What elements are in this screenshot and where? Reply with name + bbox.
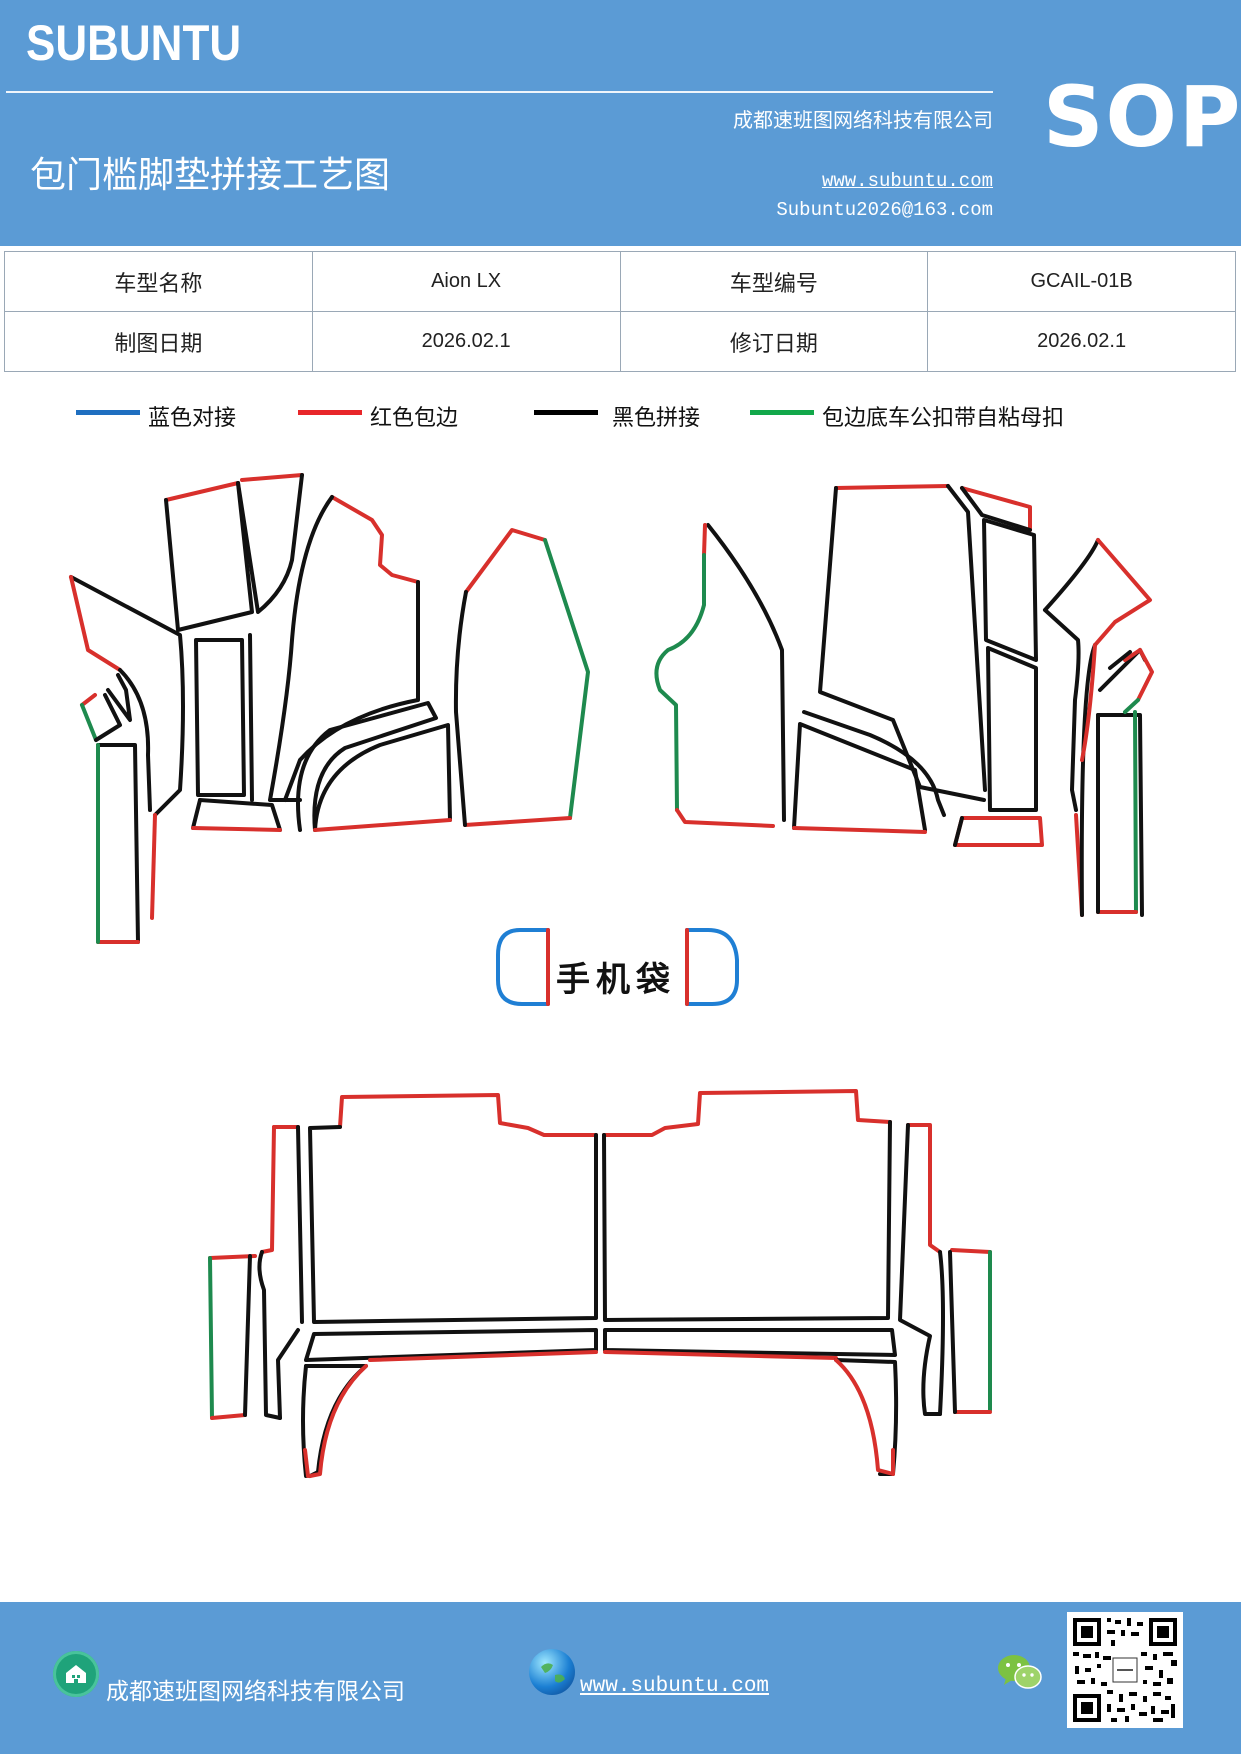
table-row: 车型名称 Aion LX 车型编号 GCAIL-01B [4, 251, 1236, 312]
header-divider [6, 91, 993, 93]
front-left-mat-pieces [69, 473, 590, 944]
revision-date-label: 修订日期 [619, 311, 929, 372]
phone-pocket [496, 928, 739, 1006]
legend-item-blue: 蓝色对接 [76, 400, 236, 432]
rear-mat-pieces [208, 1089, 992, 1478]
model-name-value: Aion LX [311, 251, 621, 312]
sop-badge: SOP [1043, 68, 1241, 166]
footer-company-name: 成都速班图网络科技有限公司 [106, 1679, 405, 1705]
legend-swatch-black [534, 409, 598, 415]
company-name: 成都速班图网络科技有限公司 [733, 108, 993, 132]
wechat-icon [996, 1650, 1044, 1694]
legend-label: 红色包边 [370, 406, 459, 431]
model-code-value: GCAIL-01B [927, 251, 1236, 312]
front-right-mat-pieces [654, 484, 1154, 917]
drawing-date-label: 制图日期 [4, 311, 313, 372]
globe-icon [529, 1649, 575, 1695]
legend-item-black: 黑色拼接 [534, 400, 700, 432]
legend-swatch-red [298, 409, 362, 415]
legend-label: 蓝色对接 [148, 406, 237, 431]
page-header: SUBUNTU 成都速班图网络科技有限公司 包门槛脚垫拼接工艺图 www.sub… [0, 0, 1241, 246]
table-row: 制图日期 2026.02.1 修订日期 2026.02.1 [4, 311, 1236, 372]
legend-item-red: 红色包边 [298, 400, 458, 432]
website-link[interactable]: www.subuntu.com [821, 170, 993, 192]
building-icon [53, 1651, 99, 1697]
legend-swatch-blue [76, 409, 140, 415]
drawing-date-value: 2026.02.1 [311, 311, 621, 372]
model-code-label: 车型编号 [619, 251, 929, 312]
model-name-label: 车型名称 [4, 251, 313, 312]
footer-website-link[interactable]: www.subuntu.com [580, 1675, 770, 1698]
legend-swatch-green [750, 409, 814, 415]
legend-label: 黑色拼接 [612, 406, 701, 431]
email-address: Subuntu2026@163.com [776, 199, 993, 221]
legend-label: 包边底车公扣带自粘母扣 [822, 406, 1065, 431]
color-legend: 蓝色对接 红色包边 黑色拼接 包边底车公扣带自粘母扣 [0, 400, 1241, 440]
qr-code[interactable] [1067, 1612, 1183, 1728]
revision-date-value: 2026.02.1 [927, 311, 1236, 372]
info-table: 车型名称 Aion LX 车型编号 GCAIL-01B 制图日期 2026.02… [4, 251, 1236, 372]
phone-pocket-label: 手机袋 [556, 960, 676, 1000]
legend-item-green: 包边底车公扣带自粘母扣 [750, 400, 1064, 432]
brand-logo: SUBUNTU [26, 15, 242, 71]
document-title: 包门槛脚垫拼接工艺图 [30, 155, 391, 196]
